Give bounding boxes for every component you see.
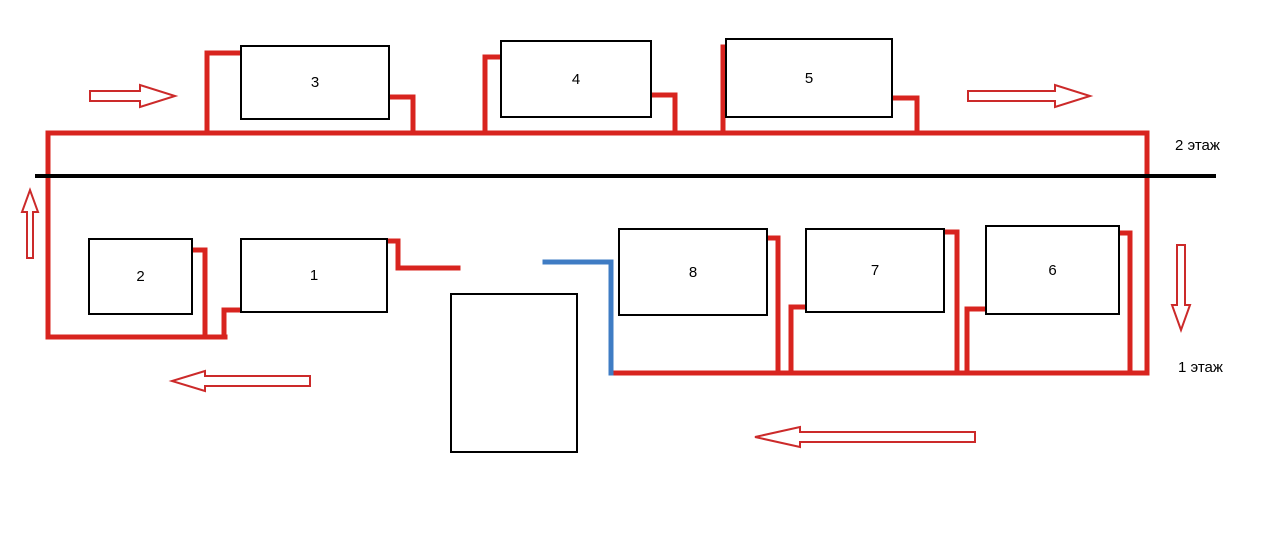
radiator-box-3: 3	[240, 45, 390, 120]
radiator-label-8: 8	[688, 263, 698, 281]
radiator-label-1: 1	[309, 267, 319, 284]
radiator3-supply-pipe	[204, 50, 246, 136]
radiator-box-6: 6	[985, 225, 1120, 315]
radiator8-inlet-pipe	[763, 235, 781, 376]
radiator7-outlet-pipe	[788, 304, 809, 376]
flow-arrow-up-left-side-icon	[20, 187, 40, 259]
radiator-label-3: 3	[310, 74, 320, 91]
flow-arrow-right-top-left-icon	[89, 83, 179, 109]
flow-arrow-left-bottom-right-icon	[754, 425, 976, 449]
radiator6-outlet-pipe	[964, 306, 989, 376]
radiator5-return-pipe	[888, 95, 920, 136]
radiator7-inlet-pipe	[940, 229, 960, 376]
radiator-box-7: 7	[805, 228, 945, 313]
radiator-box-1: 1	[240, 238, 388, 313]
floor-label-second: 2 этаж	[1175, 137, 1220, 154]
radiator-label-4: 4	[571, 70, 581, 88]
radiator4-supply-pipe	[482, 54, 506, 136]
boiler-box	[450, 293, 578, 453]
radiator3-return-pipe	[385, 94, 416, 136]
flow-arrow-left-bottom-left-icon	[168, 369, 311, 393]
radiator-box-8: 8	[618, 228, 768, 316]
radiator1-outlet-pipe	[221, 307, 244, 340]
boiler-supply-pipe	[386, 238, 461, 271]
flow-arrow-down-right-side-icon	[1170, 244, 1192, 333]
radiator2-inlet-pipe	[189, 247, 208, 340]
radiator-box-2: 2	[88, 238, 193, 315]
boiler-return-pipe	[542, 259, 614, 376]
main-pipe-loop	[45, 130, 1150, 376]
radiator6-inlet-pipe	[1115, 230, 1133, 376]
radiator-box-4: 4	[500, 40, 652, 118]
floor-label-first: 1 этаж	[1178, 359, 1223, 376]
radiator4-return-pipe	[647, 92, 678, 136]
radiator-label-2: 2	[136, 268, 145, 285]
radiator-box-5: 5	[725, 38, 893, 118]
flow-arrow-right-top-right-icon	[967, 83, 1094, 109]
radiator-label-5: 5	[804, 69, 814, 87]
radiator-label-7: 7	[870, 262, 880, 279]
radiator-label-6: 6	[1048, 261, 1057, 279]
